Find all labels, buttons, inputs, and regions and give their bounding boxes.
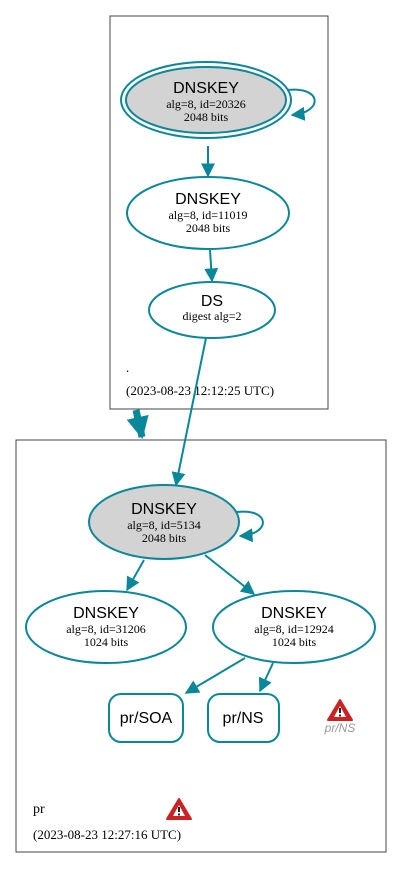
zone-timestamp-root: (2023-08-23 12:12:25 UTC) [126,383,274,398]
node-root-ksk: DNSKEY alg=8, id=20326 2048 bits [120,61,292,139]
edge-ds-to-pr-ksk [171,337,207,487]
node-pr-zsk-31206: DNSKEY alg=8, id=31206 1024 bits [25,590,187,664]
zone-warning-icon [166,798,192,820]
edge-pr-zsk2-to-ns [258,662,274,693]
node-line1: alg=8, id=31206 [66,622,146,636]
node-pr-ns: pr/NS [207,693,280,743]
node-title: DNSKEY [175,191,241,208]
zone-box-root [109,15,329,410]
node-title: DNSKEY [73,605,139,622]
node-title: DNSKEY [173,80,239,97]
node-line2: 1024 bits [84,635,129,649]
node-label: pr/NS [223,710,264,727]
edge-pr-ksk-self [236,510,264,543]
zone-timestamp-pr: (2023-08-23 12:27:16 UTC) [33,827,181,842]
edge-pr-ksk-to-zsk2 [204,554,256,595]
node-pr-soa: pr/SOA [108,693,184,743]
node-pr-ksk: DNSKEY alg=8, id=5134 2048 bits [88,484,240,560]
node-title: DNSKEY [261,605,327,622]
node-pr-zsk-12924: DNSKEY alg=8, id=12924 1024 bits [212,590,376,664]
pr-ns-warning: pr/NS [324,699,356,735]
node-line1: alg=8, id=20326 [166,97,246,111]
node-title: DNSKEY [131,501,197,518]
node-line2: 1024 bits [272,635,317,649]
zone-box-pr [15,439,387,853]
zone-name-root: . [126,360,129,375]
node-line2: 2048 bits [186,221,231,235]
edge-pr-zsk2-to-soa [184,657,246,694]
node-line1: alg=8, id=11019 [168,208,247,222]
node-title: DS [201,293,223,310]
node-line2: 2048 bits [142,531,187,545]
edge-root-zsk-to-ds [204,249,219,283]
node-line1: alg=8, id=12924 [254,622,334,636]
node-root-ds: DS digest alg=2 [148,281,276,339]
edge-pr-ksk-to-zsk1 [126,559,145,592]
node-label: pr/SOA [120,710,173,727]
edge-delegation [126,409,149,440]
zone-name-pr: pr [33,802,45,817]
edge-root-ksk-self [286,88,316,121]
node-line1: alg=8, id=5134 [127,518,201,532]
warning-label: pr/NS [324,721,356,735]
node-line1: digest alg=2 [182,309,241,323]
warning-icon [327,699,353,721]
node-line2: 2048 bits [184,110,229,124]
node-root-zsk: DNSKEY alg=8, id=11019 2048 bits [126,176,290,250]
